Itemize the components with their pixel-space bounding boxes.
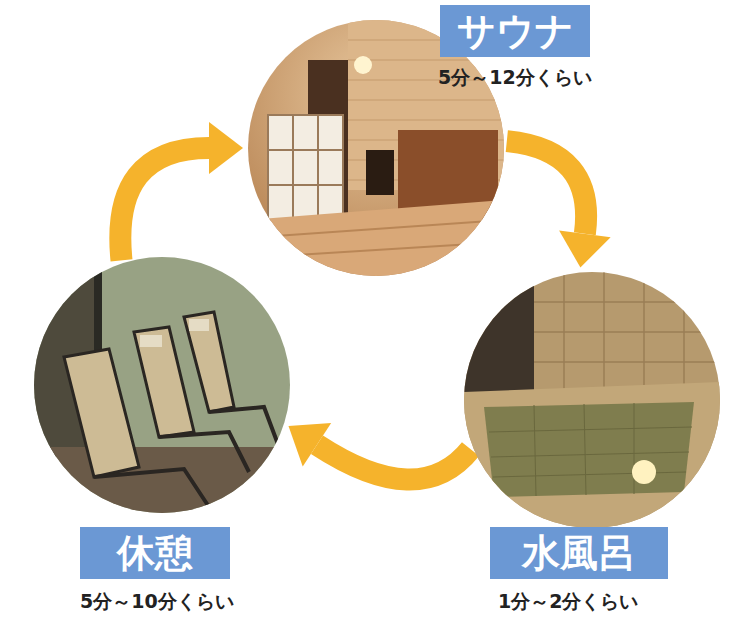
step-label: 水風呂 <box>490 527 668 579</box>
arrow-shaft <box>507 141 586 234</box>
arrow-head <box>209 122 243 174</box>
flow-arrow <box>120 122 243 260</box>
flow-arrow <box>507 141 611 267</box>
arrow-shaft <box>317 445 471 480</box>
rest-area-photo <box>34 257 290 513</box>
arrow-head <box>559 230 611 267</box>
step-duration: 1分～2分くらい <box>498 588 638 614</box>
sauna-photo <box>248 20 504 276</box>
water-bath-photo <box>464 272 720 528</box>
step-duration: 5分～10分くらい <box>80 588 234 614</box>
flow-arrow <box>288 423 470 480</box>
arrow-shaft <box>120 148 209 260</box>
step-label: 休憩 <box>80 527 230 579</box>
step-circle: 水風呂1分～2分くらい <box>464 272 720 528</box>
step-circle: サウナ5分～12分くらい <box>248 20 504 276</box>
step-duration: 5分～12分くらい <box>438 64 592 90</box>
arrow-head <box>288 423 331 467</box>
step-circle: 休憩5分～10分くらい <box>34 257 290 513</box>
step-label: サウナ <box>440 5 590 57</box>
